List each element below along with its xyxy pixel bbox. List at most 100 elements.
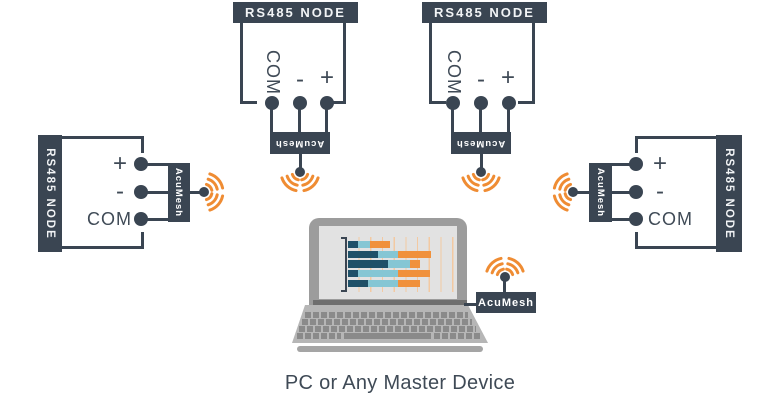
- laptop-chart-tick: [341, 290, 346, 292]
- chart-bar-segment: [358, 241, 370, 249]
- chart-bar-segment: [358, 270, 398, 278]
- node-outline: [240, 101, 257, 104]
- chart-bar-segment: [348, 270, 358, 278]
- terminal-label-com: COM: [87, 208, 132, 229]
- node-outline: [141, 232, 144, 249]
- terminal-label-plus: +: [112, 150, 127, 177]
- wire: [611, 218, 639, 221]
- terminal-label-plus: +: [652, 150, 667, 177]
- acumesh-label: AcuMesh: [173, 167, 185, 218]
- node-outline: [635, 232, 638, 249]
- antenna-stick: [480, 154, 483, 168]
- wireless-signal-icon: [461, 165, 501, 193]
- chart-bar-segment: [348, 241, 358, 249]
- acumesh-transceiver: AcuMesh: [270, 132, 330, 154]
- wire: [451, 108, 454, 134]
- wireless-signal-icon: [485, 256, 525, 284]
- antenna-stick: [299, 154, 302, 168]
- terminal-label-plus: +: [500, 64, 515, 91]
- chart-bar-row: [348, 241, 458, 249]
- chart-bar-segment: [398, 250, 431, 258]
- terminal-dot: [474, 96, 488, 110]
- node-outline: [636, 136, 718, 139]
- antenna-stick: [572, 191, 590, 194]
- acumesh-transceiver: AcuMesh: [476, 292, 536, 313]
- chart-bar-segment: [398, 270, 430, 278]
- node-outline: [141, 136, 144, 153]
- wire: [507, 108, 510, 134]
- wireless-signal-icon: [280, 165, 320, 193]
- wire: [464, 303, 478, 306]
- keyboard-row: [297, 333, 341, 339]
- terminal-dot: [502, 96, 516, 110]
- node-outline: [636, 246, 718, 249]
- acumesh-label: AcuMesh: [456, 137, 506, 149]
- laptop-chart-tick: [341, 237, 346, 239]
- chart-bar-row: [348, 270, 458, 278]
- terminal-dot: [293, 96, 307, 110]
- node-outline: [329, 101, 346, 104]
- node-outline: [635, 136, 638, 153]
- acumesh-transceiver: AcuMesh: [589, 163, 612, 222]
- node-outline: [343, 23, 346, 104]
- terminal-label-minus: -: [656, 178, 664, 205]
- node-outline: [240, 23, 243, 104]
- wire: [479, 108, 482, 134]
- node-label: RS485 NODE: [434, 5, 535, 20]
- laptop-chart-bars: [348, 241, 458, 292]
- node-band: RS485 NODE: [38, 135, 62, 252]
- wire: [141, 191, 169, 194]
- keyboard-row: [305, 312, 468, 318]
- wireless-signal-icon: [197, 172, 225, 212]
- wire: [611, 191, 639, 194]
- keyboard-row: [434, 333, 480, 339]
- node-band: RS485 NODE: [233, 2, 358, 23]
- acumesh-transceiver: AcuMesh: [168, 163, 190, 222]
- chart-bar-segment: [348, 250, 378, 258]
- chart-bar-row: [348, 250, 458, 258]
- antenna-stick: [189, 191, 205, 194]
- diagram-caption: PC or Any Master Device: [284, 371, 516, 394]
- chart-bar-segment: [398, 279, 420, 288]
- chart-bar-row: [348, 279, 458, 288]
- acumesh-label: AcuMesh: [595, 167, 607, 218]
- wireless-signal-icon: [552, 172, 580, 212]
- laptop-hinge: [313, 300, 467, 305]
- laptop-chart-axis: [345, 237, 347, 292]
- keyboard-row: [302, 319, 472, 325]
- wire: [141, 163, 169, 166]
- chart-bar-segment: [370, 241, 390, 249]
- node-label: RS485 NODE: [44, 147, 56, 240]
- node-outline: [429, 23, 432, 104]
- wire: [325, 108, 328, 134]
- acumesh-label: AcuMesh: [478, 296, 534, 309]
- wire: [270, 108, 273, 134]
- spacebar-key: [344, 333, 431, 339]
- terminal-dot: [446, 96, 460, 110]
- terminal-dot: [320, 96, 334, 110]
- keyboard-row: [299, 326, 476, 332]
- terminal-label-minus: -: [477, 66, 485, 93]
- node-outline: [518, 101, 535, 104]
- node-band: RS485 NODE: [422, 2, 547, 23]
- chart-bar-segment: [388, 260, 410, 268]
- acumesh-label: AcuMesh: [275, 137, 325, 149]
- wire: [611, 163, 639, 166]
- node-outline: [62, 136, 144, 139]
- acumesh-transceiver: AcuMesh: [451, 132, 511, 154]
- chart-bar-segment: [348, 260, 388, 268]
- terminal-label-plus: +: [319, 64, 334, 91]
- chart-bar-segment: [378, 250, 398, 258]
- chart-bar-segment: [368, 279, 398, 288]
- wire: [298, 108, 301, 134]
- node-outline: [532, 23, 535, 104]
- wire: [141, 218, 169, 221]
- node-band: RS485 NODE: [716, 135, 742, 252]
- terminal-label-com: COM: [262, 49, 283, 95]
- terminal-label-minus: -: [116, 178, 124, 205]
- node-outline: [62, 246, 144, 249]
- terminal-label-com: COM: [443, 49, 464, 95]
- node-label: RS485 NODE: [245, 5, 346, 20]
- laptop-shadow: [297, 346, 483, 352]
